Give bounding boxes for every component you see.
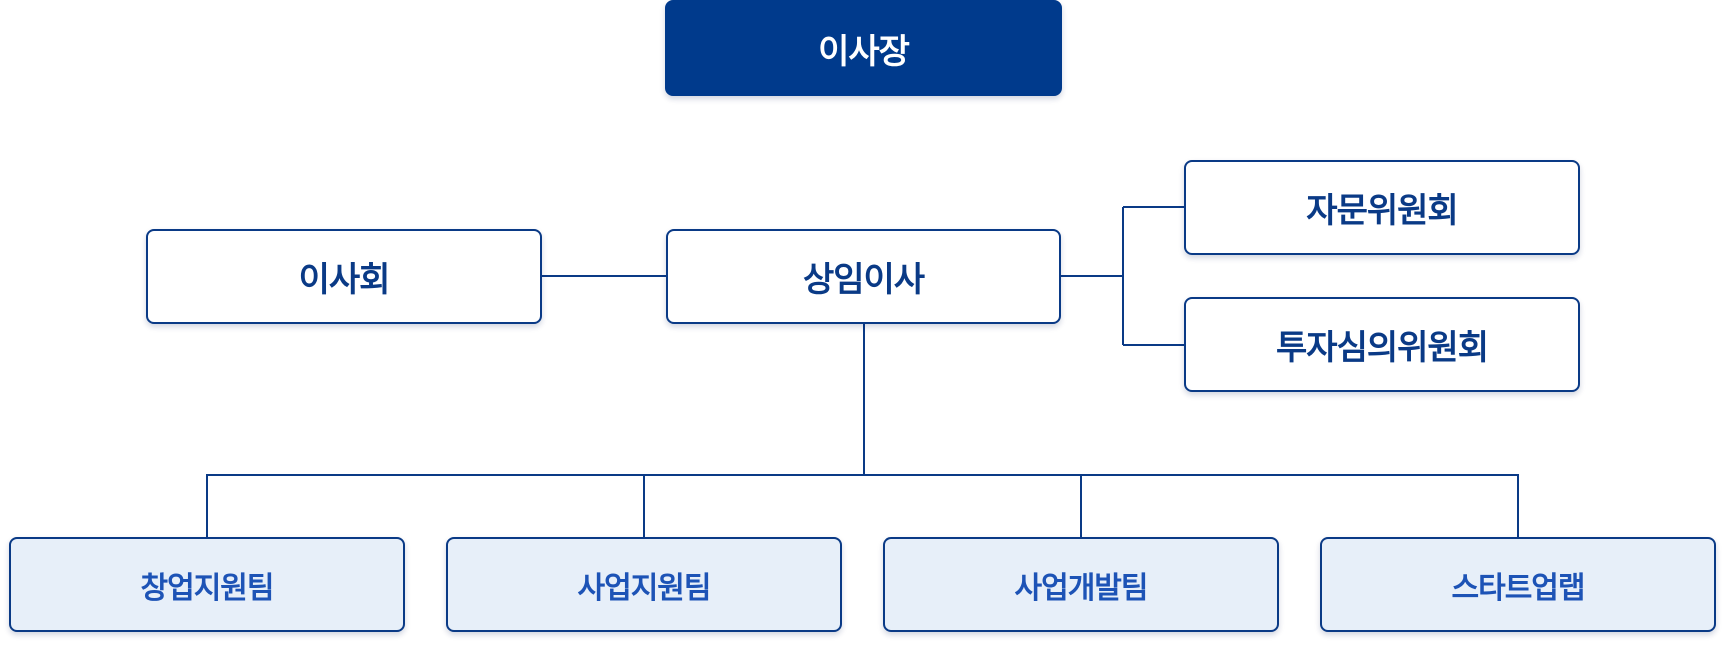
- advisory-committee-label: 자문위원회: [1306, 191, 1458, 231]
- advisory-committee-node: 자문위원회: [1184, 160, 1580, 255]
- team-node-startup-lab: 스타트업랩: [1320, 537, 1716, 632]
- executive-director-node: 상임이사: [666, 229, 1061, 324]
- team-label: 사업지원팀: [577, 570, 712, 606]
- investment-committee-node: 투자심의위원회: [1184, 297, 1580, 392]
- board-node: 이사회: [146, 229, 542, 324]
- team-node-startup-support: 창업지원팀: [9, 537, 405, 632]
- team-label: 스타트업랩: [1451, 570, 1586, 606]
- board-label: 이사회: [298, 260, 391, 300]
- executive-director-label: 상임이사: [802, 260, 925, 300]
- team-label: 창업지원팀: [140, 570, 275, 606]
- team-label: 사업개발팀: [1014, 570, 1149, 606]
- chairman-label: 이사장: [818, 31, 910, 72]
- investment-committee-label: 투자심의위원회: [1276, 328, 1489, 368]
- team-node-business-support: 사업지원팀: [446, 537, 842, 632]
- team-node-business-development: 사업개발팀: [883, 537, 1279, 632]
- chairman-node: 이사장: [665, 0, 1062, 96]
